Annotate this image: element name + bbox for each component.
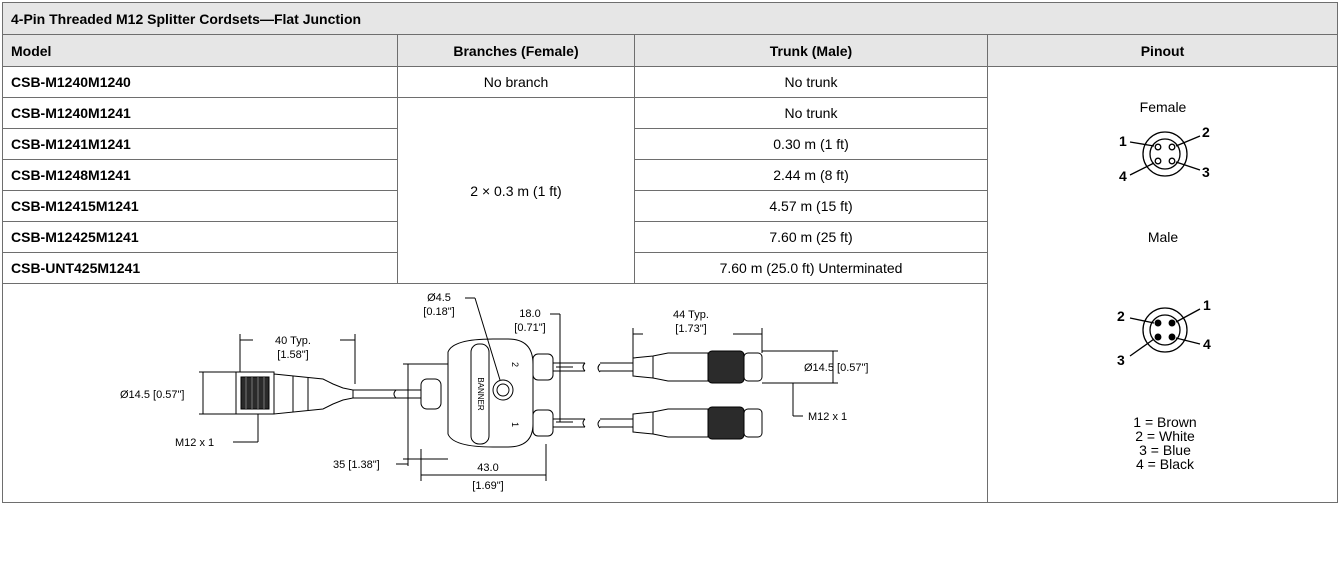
model-cell: CSB-M1240M1240 <box>2 66 398 98</box>
trunk-cell: No trunk <box>634 97 988 129</box>
dim-44-typ-inches: [1.73"] <box>675 323 706 335</box>
female-label: Female <box>1140 99 1187 115</box>
table-row: CSB-M12425M1241 7.60 m (25 ft) <box>2 221 1338 253</box>
table-title-row: 4-Pin Threaded M12 Splitter Cordsets—Fla… <box>2 2 1338 35</box>
splitter-cordsets-table: 4-Pin Threaded M12 Splitter Cordsets—Fla… <box>2 2 1338 503</box>
pinout-cell: Female 1 2 3 4 Male <box>987 66 1338 503</box>
male-pin-1: 1 <box>1203 297 1211 313</box>
dim-left-diameter: Ø14.5 [0.57"] <box>120 389 184 401</box>
model-cell: CSB-M1248M1241 <box>2 159 398 191</box>
left-connector-drawing <box>235 371 397 415</box>
dim-40-typ-inches: [1.58"] <box>277 349 308 361</box>
trunk-cell: 4.57 m (15 ft) <box>634 190 988 222</box>
dim-hole-inches: [0.18"] <box>423 306 454 318</box>
male-label: Male <box>1148 229 1179 245</box>
male-pin-4: 4 <box>1203 336 1211 352</box>
dimension-drawing-cell: 40 Typ. [1.58"] Ø14.5 [0.57"] M12 x 1 BA… <box>2 283 988 503</box>
dimension-drawing: 40 Typ. [1.58"] Ø14.5 [0.57"] M12 x 1 BA… <box>120 292 868 492</box>
female-connector-icon <box>1129 131 1201 177</box>
port-1-label: 1 <box>510 422 520 427</box>
dim-40-typ: 40 Typ. <box>275 335 311 347</box>
dim-43-inches: [1.69"] <box>472 480 503 492</box>
right-connectors-drawing <box>597 350 763 440</box>
junction-body-drawing: BANNER 1 2 <box>396 338 586 448</box>
header-pinout: Pinout <box>987 34 1338 67</box>
pinout-diagram: Female 1 2 3 4 Male <box>1117 99 1211 472</box>
dim-right-diameter: Ø14.5 [0.57"] <box>804 362 868 374</box>
dim-43: 43.0 <box>477 462 498 474</box>
branches-merged-cell: 2 × 0.3 m (1 ft) <box>397 97 635 284</box>
trunk-cell: 7.60 m (25 ft) <box>634 221 988 253</box>
table-row: CSB-M1248M1241 2.44 m (8 ft) <box>2 159 1338 191</box>
table-row: CSB-M1240M1241 2 × 0.3 m (1 ft) No trunk <box>2 97 1338 284</box>
table-row: CSB-UNT425M1241 7.60 m (25.0 ft) Untermi… <box>2 252 1338 284</box>
branches-cell: No branch <box>397 66 635 98</box>
drawing-row: 40 Typ. [1.58"] Ø14.5 [0.57"] M12 x 1 BA… <box>2 283 1338 503</box>
female-pin-3: 3 <box>1202 164 1210 180</box>
dim-left-thread: M12 x 1 <box>175 437 214 449</box>
table-row: CSB-M12415M1241 4.57 m (15 ft) <box>2 190 1338 222</box>
female-pin-1: 1 <box>1119 133 1127 149</box>
dim-18: 18.0 <box>519 308 540 320</box>
model-cell: CSB-M12425M1241 <box>2 221 398 253</box>
dim-right-thread: M12 x 1 <box>808 411 847 423</box>
header-row: Model Branches (Female) Trunk (Male) Pin… <box>2 34 1338 67</box>
legend-item: 1 = Brown <box>1133 414 1196 430</box>
male-pin-3: 3 <box>1117 352 1125 368</box>
model-cell: CSB-M12415M1241 <box>2 190 398 222</box>
header-model: Model <box>2 34 398 67</box>
legend-item: 4 = Black <box>1136 456 1195 472</box>
trunk-cell: 7.60 m (25.0 ft) Unterminated <box>634 252 988 284</box>
legend-item: 3 = Blue <box>1139 442 1191 458</box>
dim-hole: Ø4.5 <box>427 292 451 304</box>
brand-mark: BANNER <box>476 377 485 411</box>
dim-18-inches: [0.71"] <box>514 322 545 334</box>
trunk-cell: 0.30 m (1 ft) <box>634 128 988 160</box>
male-connector-icon <box>1129 307 1201 357</box>
table-row: CSB-M1240M1240 No branch No trunk Female <box>2 66 1338 503</box>
dim-44-typ: 44 Typ. <box>673 309 709 321</box>
table-title: 4-Pin Threaded M12 Splitter Cordsets—Fla… <box>2 2 1338 35</box>
port-2-label: 2 <box>510 362 520 367</box>
model-cell: CSB-M1240M1241 <box>2 97 398 129</box>
trunk-cell: No trunk <box>634 66 988 98</box>
female-pin-2: 2 <box>1202 124 1210 140</box>
legend-item: 2 = White <box>1135 428 1195 444</box>
trunk-cell: 2.44 m (8 ft) <box>634 159 988 191</box>
header-trunk: Trunk (Male) <box>634 34 988 67</box>
male-pin-2: 2 <box>1117 308 1125 324</box>
dim-35: 35 [1.38"] <box>333 459 380 471</box>
header-branches: Branches (Female) <box>397 34 635 67</box>
model-cell: CSB-UNT425M1241 <box>2 252 398 284</box>
female-pin-4: 4 <box>1119 168 1127 184</box>
model-cell: CSB-M1241M1241 <box>2 128 398 160</box>
